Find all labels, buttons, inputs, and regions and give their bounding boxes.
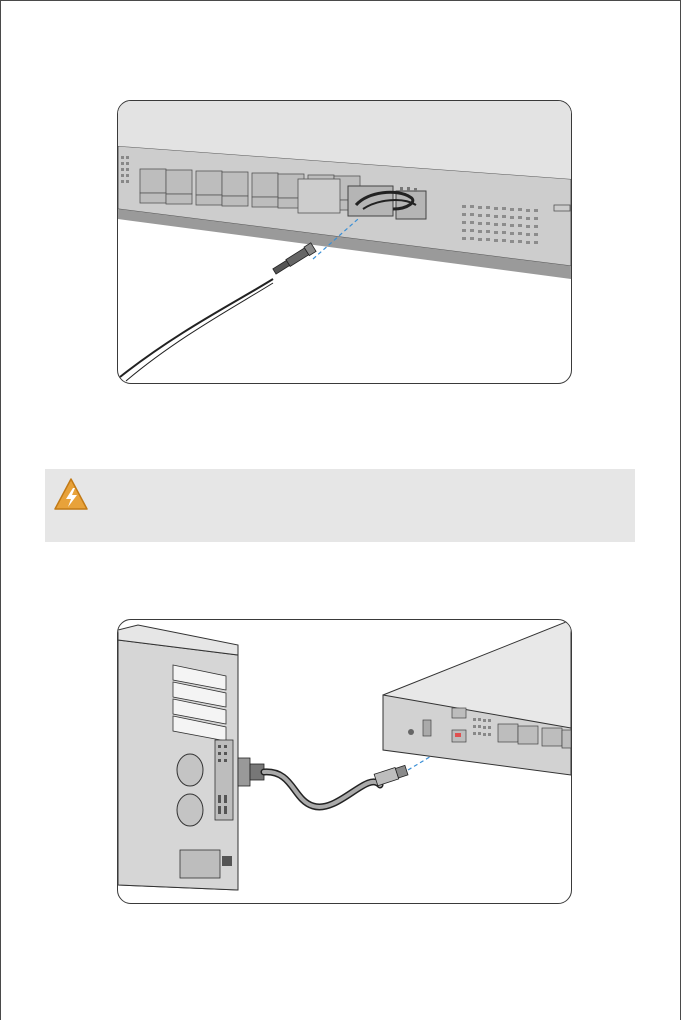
warning-box	[45, 469, 635, 542]
electric-hazard-icon	[54, 477, 88, 511]
console-connection-illustration	[117, 619, 572, 904]
fiber-connection-illustration	[117, 100, 572, 384]
